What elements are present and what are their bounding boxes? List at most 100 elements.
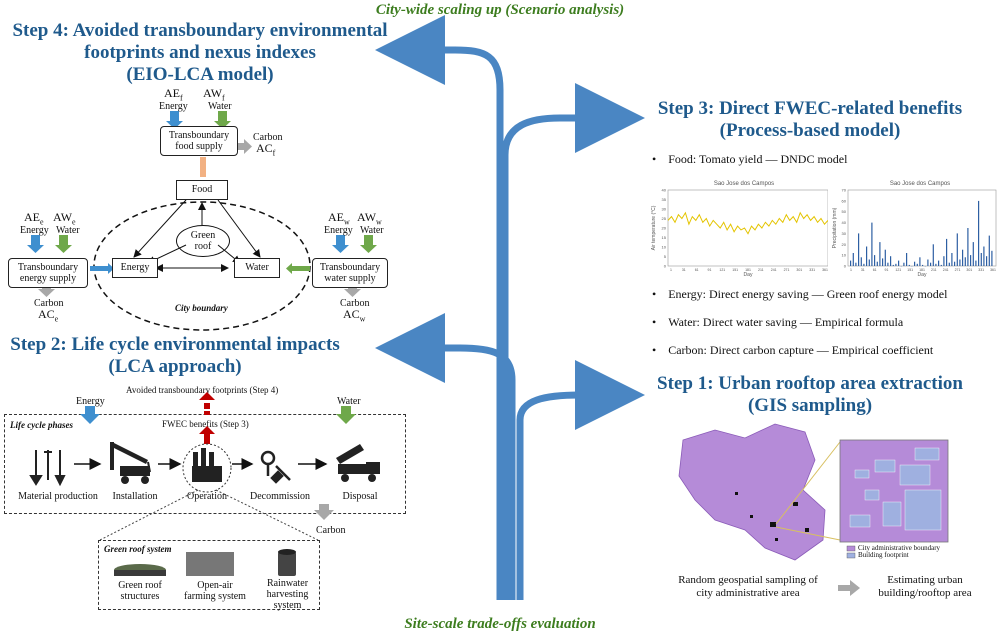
precipitation-bar — [850, 260, 852, 266]
precipitation-bar — [906, 253, 908, 266]
step2-title-line1: Step 2: Life cycle environmental impacts — [10, 334, 340, 355]
energy-water-arrow — [55, 245, 72, 253]
energy-supply-energy-label: Energy — [20, 225, 49, 236]
operation-icon — [192, 448, 222, 482]
precipitation-bar — [919, 257, 921, 266]
water-carbon-arrow — [344, 289, 361, 297]
precipitation-bar — [964, 257, 966, 266]
chart2-xtick: 301 — [966, 268, 972, 272]
precipitation-bar — [991, 250, 993, 266]
phase-material-production: Material production — [18, 491, 98, 502]
food-carbon-label: Carbon — [253, 132, 283, 143]
operation-circle — [182, 443, 232, 493]
chart1-ytick: 10 — [662, 245, 667, 250]
step3-title-line2: (Process-based model) — [719, 120, 901, 141]
precipitation-bar — [970, 255, 972, 266]
precipitation-bar — [943, 256, 945, 266]
precipitation-bar — [967, 228, 969, 266]
precipitation-bar — [954, 261, 956, 266]
phase-installation: Installation — [112, 491, 158, 502]
precipitation-bar — [876, 261, 878, 266]
precipitation-bar — [868, 259, 870, 266]
step2-carbon-arrow — [314, 510, 334, 520]
fwec-benefits-label: FWEC benefits (Step 3) — [162, 419, 249, 429]
precipitation-bar — [986, 256, 988, 266]
bullet-food: • Food: Tomato yield — DNDC model — [652, 152, 848, 166]
legend-building-footprint: Building footprint — [858, 551, 909, 559]
transboundary-food-box: Transboundary food supply — [160, 126, 238, 156]
step2-water-label: Water — [337, 396, 361, 407]
step2-energy-arrow — [80, 414, 100, 424]
precipitation-bar — [895, 263, 897, 266]
food-water-arrow — [214, 121, 231, 129]
ae-w-label: AEw — [328, 210, 350, 227]
precipitation-bar — [866, 246, 868, 266]
chart1-xtick: 271 — [784, 268, 790, 272]
chart1-ytick: 30 — [662, 207, 667, 212]
chart1-xtick: 121 — [719, 268, 725, 272]
aw-e-label: AWe — [53, 210, 76, 227]
precipitation-bar — [951, 253, 953, 266]
chart1-xtick: 151 — [732, 268, 738, 272]
chart2-ytick: 30 — [842, 231, 847, 236]
zoomed-building-footprints — [849, 447, 942, 531]
step2-diagram — [29, 392, 380, 576]
legend-city-boundary: City administrative boundary — [858, 544, 941, 552]
food-energy-arrow — [166, 121, 183, 129]
food-water-label: Water — [208, 101, 232, 112]
step4-title-line1: Step 4: Avoided transboundary environmen… — [12, 20, 388, 41]
precipitation-bar — [884, 249, 886, 266]
precipitation-bar — [914, 261, 916, 266]
chart2-xtick: 241 — [943, 268, 949, 272]
precipitation-bar — [988, 235, 990, 266]
green-roof-node: Green roof — [176, 225, 230, 257]
phase-disposal: Disposal — [342, 491, 378, 502]
chart2-xtick: 331 — [978, 268, 984, 272]
phase-operation: Operation — [187, 491, 227, 502]
precipitation-bar — [983, 246, 985, 266]
chart2-ytick: 50 — [842, 209, 847, 214]
precipitation-bar — [879, 242, 881, 266]
chart2-title: Sao Jose dos Campos — [890, 181, 950, 187]
water-supply-water-label: Water — [360, 225, 384, 236]
bullet-energy: • Energy: Direct energy saving — Green r… — [652, 287, 948, 301]
chart1-xtick: 301 — [796, 268, 802, 272]
chart1-ytick: 0 — [664, 264, 667, 269]
material-production-icon — [29, 450, 66, 487]
temperature-series-line — [667, 211, 828, 235]
disposal-icon — [336, 444, 380, 482]
arrow-to-step3 — [501, 83, 645, 600]
arrow-to-step1 — [516, 360, 645, 600]
precipitation-bar — [932, 244, 934, 266]
chart1-xtick: 91 — [708, 268, 712, 272]
precipitation-bar — [935, 263, 937, 266]
step2-title-line2: (LCA approach) — [108, 356, 242, 377]
precipitation-bar — [858, 233, 860, 266]
step3-title: Step 3: Direct FWEC-related benefits (Pr… — [620, 98, 1000, 142]
gis-map — [678, 423, 949, 561]
bullet-water: • Water: Direct water saving — Empirical… — [652, 315, 904, 329]
bottom-label: Site-scale trade-offs evaluation — [404, 616, 596, 632]
water-supply-energy-label: Energy — [324, 225, 353, 236]
precipitation-bar — [962, 249, 964, 266]
step4-title-line2: footprints and nexus indexes — [84, 42, 316, 63]
green-roof-structures-icon — [114, 564, 166, 576]
precipitation-series-bars — [850, 200, 993, 267]
chart2-xtick: 1 — [850, 268, 852, 272]
chart2-xtick: 31 — [861, 268, 865, 272]
energy-node: Energy — [112, 258, 158, 278]
chart1-ytick: 5 — [664, 254, 667, 259]
precipitation-bar — [855, 262, 857, 266]
precipitation-bar — [980, 253, 982, 266]
precipitation-bar — [852, 253, 854, 266]
aw-w-label: AWw — [357, 210, 382, 227]
building-footprint-samples — [735, 492, 809, 541]
chart1-xtick: 331 — [809, 268, 815, 272]
energy-connector — [90, 266, 108, 271]
chart2-xtick: 61 — [873, 268, 877, 272]
open-air-farming-icon — [186, 552, 234, 576]
